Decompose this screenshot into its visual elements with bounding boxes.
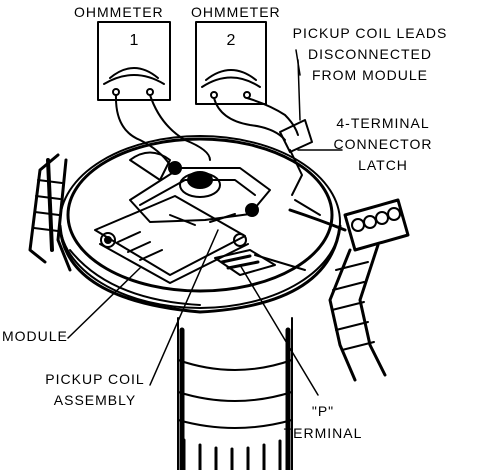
- connector-line3: LATCH: [358, 157, 408, 173]
- pickup-leads-line2: DISCONNECTED: [307, 46, 432, 62]
- four-terminal-connector: [288, 198, 410, 382]
- module: [94, 195, 249, 284]
- p-terminal: [214, 249, 306, 276]
- test-leads: [114, 94, 313, 196]
- ohmmeter-1-label: OHMMETER: [74, 4, 164, 20]
- connector-line1: 4-TERMINAL: [336, 115, 430, 131]
- meter-1-number: 1: [129, 32, 139, 49]
- p-terminal-line1: "P": [311, 403, 335, 419]
- pickup-leads-line3: FROM MODULE: [312, 67, 428, 83]
- leader-lines: [67, 49, 343, 396]
- pickup-assembly-line2: ASSEMBLY: [53, 392, 137, 408]
- distributor-shaft: [177, 317, 293, 470]
- module-label: MODULE: [2, 328, 68, 344]
- distributor-housing: [58, 135, 342, 314]
- meter-2-number: 2: [226, 32, 236, 49]
- pickup-leads-line1: PICKUP COIL LEADS: [292, 25, 448, 41]
- p-terminal-line2: TERMINAL: [283, 425, 363, 441]
- ohmmeter-2-label: OHMMETER: [191, 4, 281, 20]
- pickup-coil: [129, 151, 271, 226]
- pickup-assembly-line1: PICKUP COIL: [45, 371, 145, 387]
- ohmmeter-2: [195, 21, 267, 105]
- connector-line2: CONNECTOR: [333, 136, 433, 152]
- left-cable: [28, 153, 72, 272]
